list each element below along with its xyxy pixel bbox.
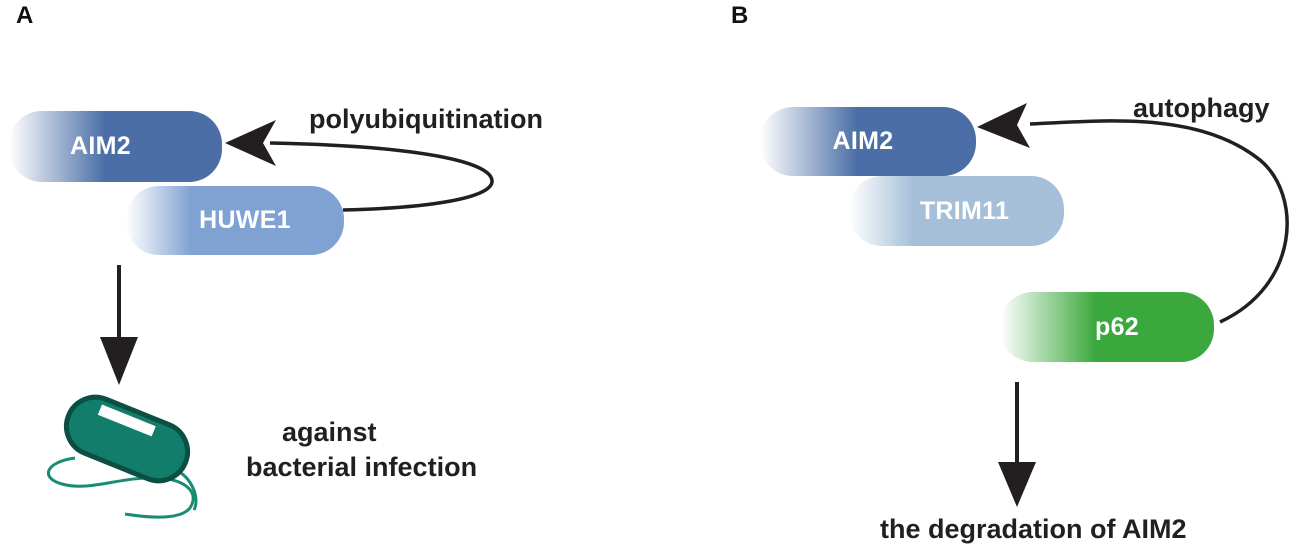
protein-aim2-b-label: AIM2	[832, 127, 894, 155]
protein-trim11: TRIM11	[849, 176, 1064, 246]
panel-b-down-arrowhead	[998, 462, 1036, 507]
polyubiquitination-arrowhead	[225, 120, 276, 166]
degradation-label: the degradation of AIM2	[880, 514, 1187, 544]
autophagy-arrow	[1029, 119, 1289, 324]
protein-p62-label: p62	[1095, 312, 1139, 341]
panel-a-down-arrowhead	[100, 337, 138, 385]
bacterium-icon	[47, 394, 198, 519]
panel-b-letter: B	[731, 2, 749, 29]
protein-aim2-a-label: AIM2	[70, 132, 131, 160]
protein-p62: p62	[1000, 292, 1214, 362]
panel-a-letter: A	[16, 2, 34, 29]
polyubiquitination-label: polyubiquitination	[309, 104, 543, 134]
protein-huwe1: HUWE1	[126, 186, 344, 255]
protein-aim2-a: AIM2	[9, 111, 222, 182]
protein-trim11-label: TRIM11	[919, 196, 1010, 225]
outcome-a-line2: bacterial infection	[246, 452, 478, 482]
autophagy-label: autophagy	[1133, 93, 1270, 123]
protein-huwe1-label: HUWE1	[199, 206, 291, 234]
outcome-a-line1: against	[282, 417, 377, 447]
autophagy-arrowhead	[977, 103, 1030, 148]
polyubiquitination-arrow	[269, 141, 494, 212]
protein-aim2-b: AIM2	[760, 107, 976, 176]
